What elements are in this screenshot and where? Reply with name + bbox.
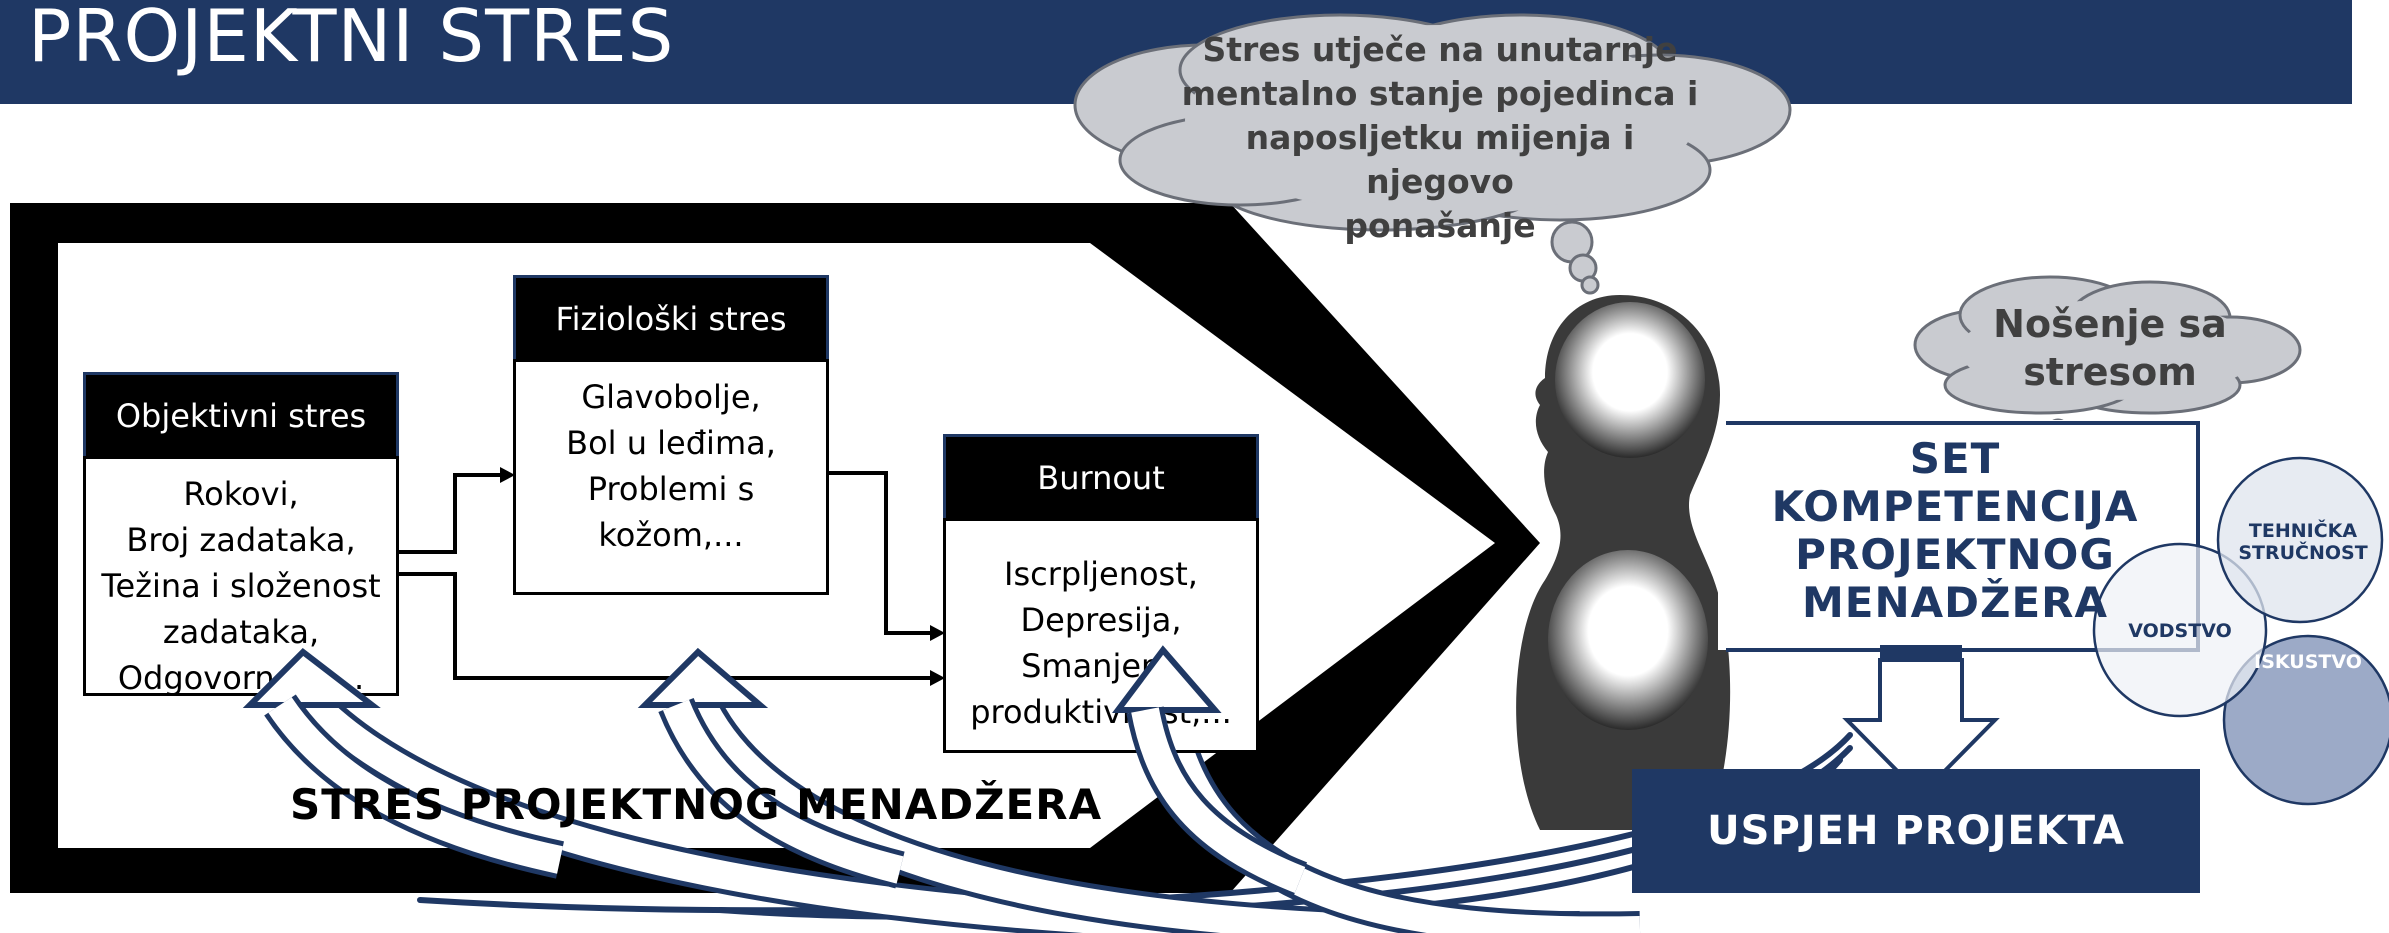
thought-small-text: Nošenje sa stresom (1993, 302, 2227, 394)
venn-label-technical: TEHNIČKA STRUČNOST (2238, 520, 2368, 564)
frame-label: STRES PROJEKTNOG MENADŽERA (290, 780, 1103, 829)
feedback-arrowhead-3 (1112, 645, 1222, 713)
success-box: USPJEH PROJEKTA (1632, 769, 2200, 893)
box-body-objective: Rokovi, Broj zadataka, Težina i složenos… (83, 456, 399, 696)
venn-diagram (2092, 456, 2389, 806)
arrowhead (930, 625, 945, 641)
thought-bubble (1580, 275, 1600, 295)
venn-technical (2216, 456, 2384, 624)
competency-set-text: SET KOMPETENCIJA PROJEKTNOG MENADŽERA (1771, 434, 2139, 627)
venn-experience (2222, 634, 2389, 806)
thought-main-text: Stres utječe na unutarnje mentalno stanj… (1181, 30, 1699, 245)
feedback-arrowhead-2 (637, 647, 769, 708)
person-silhouette (1516, 295, 1731, 830)
venn-label-leadership: VODSTVO (2128, 620, 2232, 642)
page-title: PROJEKTNI STRES (28, 0, 675, 78)
venn-leadership (2092, 542, 2268, 718)
success-label: USPJEH PROJEKTA (1707, 808, 2125, 854)
venn-label-experience: ISKUSTVO (2254, 651, 2362, 673)
arrowhead (930, 670, 945, 686)
box-header-physiological: Fiziološki stres (513, 275, 829, 359)
arrowhead (500, 467, 515, 483)
box-body-burnout: Iscrpljenost, Depresija, Smanjena produk… (943, 518, 1259, 753)
feedback-arrowhead-1 (242, 648, 381, 708)
box-body-physiological: Glavobolje, Bol u leđima, Problemi s kož… (513, 359, 829, 595)
down-arrow (1842, 645, 2000, 798)
box-header-objective: Objektivni stres (83, 372, 399, 456)
box-header-burnout: Burnout (943, 434, 1259, 518)
